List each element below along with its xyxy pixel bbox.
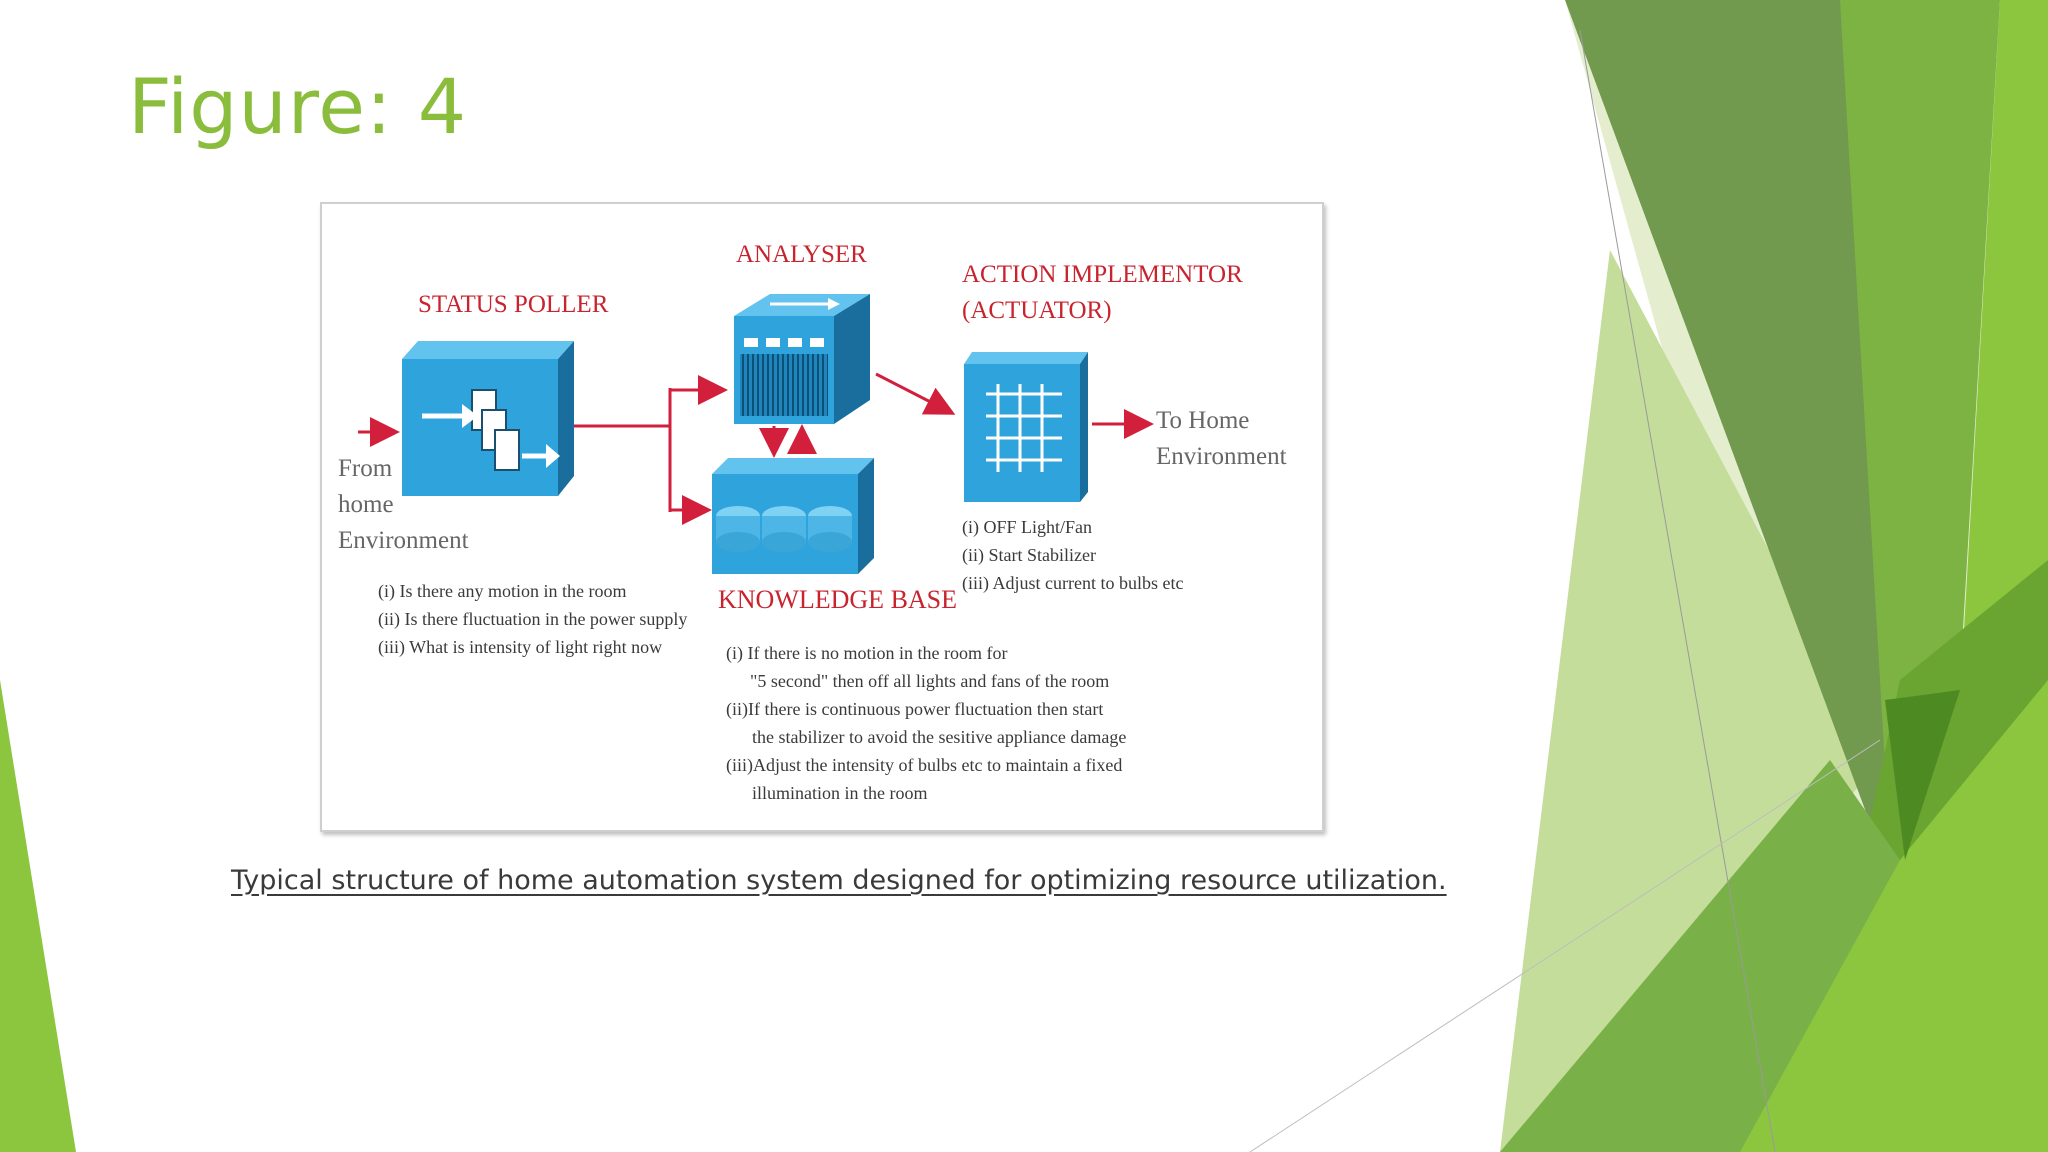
actuator-action-1: (i) OFF Light/Fan (962, 517, 1092, 538)
input-label-line2: home (338, 491, 394, 518)
kb-rule-line-6: illumination in the room (752, 783, 927, 803)
right-deep-facet (1885, 690, 1960, 860)
kb-rule-line-1: (i) If there is no motion in the room fo… (726, 643, 1007, 664)
status-poller-box (402, 341, 574, 496)
knowledge-base-box (712, 458, 874, 574)
output-label-line2: Environment (1156, 443, 1287, 470)
figure-diagram: STATUS POLLER From home Environment (i) … (320, 202, 1324, 832)
actuator-action-3: (iii) Adjust current to bulbs etc (962, 573, 1183, 594)
kb-rule-line-4: the stabilizer to avoid the sesitive app… (752, 727, 1126, 747)
right-bottom-bright-facet (1740, 680, 2048, 1152)
actuator-title-line2: (ACTUATOR) (962, 297, 1112, 324)
status-poller-title: STATUS POLLER (418, 291, 609, 318)
slide-title: Figure: 4 (128, 62, 468, 151)
left-green-facet (0, 680, 76, 1152)
input-label-line3: Environment (338, 527, 469, 554)
actuator-title-line1: ACTION IMPLEMENTOR (962, 261, 1243, 288)
input-label-line1: From (338, 455, 393, 482)
right-bright-facet (1960, 0, 2048, 700)
output-label-line1: To Home (1156, 407, 1249, 434)
status-question-2: (ii) Is there fluctuation in the power s… (378, 609, 687, 630)
right-dark-facet (1565, 0, 1900, 850)
right-thin-line-a (1579, 29, 1776, 1152)
status-question-3: (iii) What is intensity of light right n… (378, 637, 662, 658)
actuator-action-2: (ii) Start Stabilizer (962, 545, 1096, 566)
figure-caption: Typical structure of home automation sys… (231, 865, 1447, 896)
actuator-box (964, 352, 1088, 502)
kb-rule-line-5: (iii)Adjust the intensity of bulbs etc t… (726, 755, 1122, 776)
analyser-title: ANALYSER (736, 241, 867, 268)
kb-rule-line-2: "5 second" then off all lights and fans … (750, 671, 1109, 691)
analyser-box (734, 294, 870, 424)
arrow-to-actuator (875, 372, 956, 415)
knowledge-base-title: KNOWLEDGE BASE (718, 585, 957, 614)
status-question-1: (i) Is there any motion in the room (378, 581, 626, 602)
kb-rule-line-3: (ii)If there is continuous power fluctua… (726, 699, 1103, 720)
right-thin-line-b (1249, 739, 1881, 1152)
diagram-canvas: STATUS POLLER From home Environment (i) … (338, 241, 1287, 803)
